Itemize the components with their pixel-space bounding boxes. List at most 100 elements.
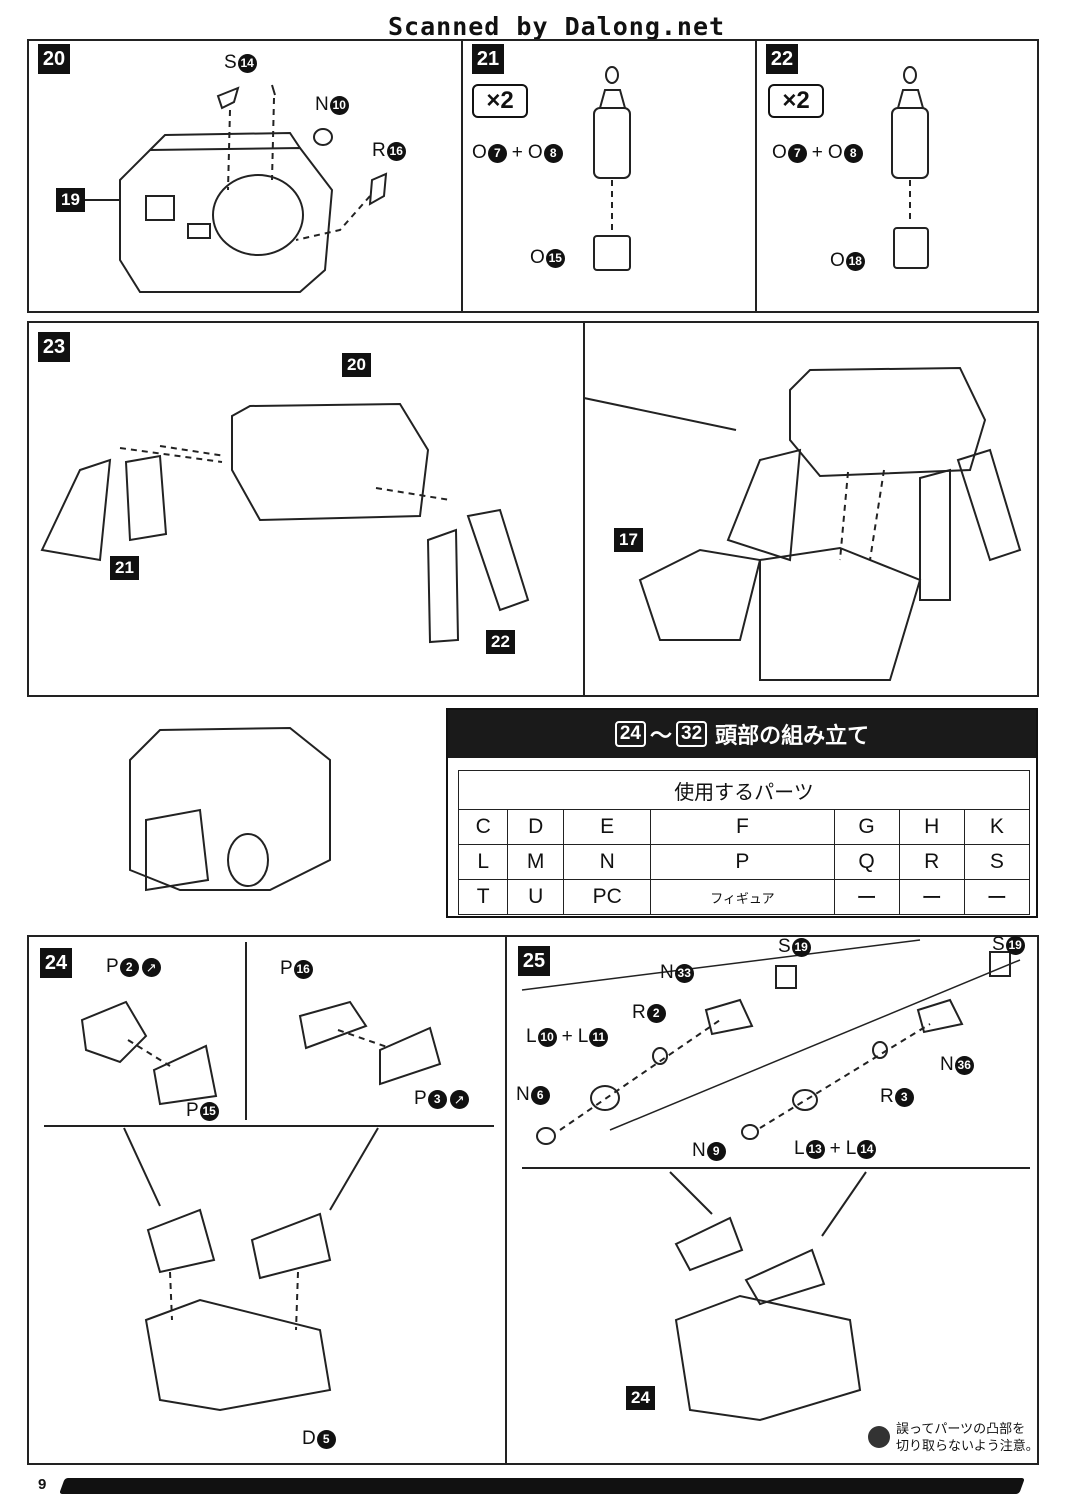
- table-cell: M: [507, 844, 564, 880]
- part-letter: N: [516, 1084, 530, 1105]
- part-number: 8: [843, 143, 863, 163]
- parts-table: 使用するパーツ C D E F G H K L M N P Q R S T U …: [457, 770, 1031, 915]
- part-letter: L: [845, 1138, 857, 1159]
- part-letter: O: [472, 142, 487, 163]
- table-cell: E: [562, 809, 652, 845]
- plus-sign: +: [829, 1138, 841, 1159]
- note-line: 切り取らないよう注意。: [896, 1438, 1039, 1453]
- part-number: 8: [543, 143, 563, 163]
- subassembly-callout-21: 21: [110, 556, 139, 580]
- caution-note: 誤ってパーツの凸部を 切り取らないよう注意。: [868, 1420, 1039, 1454]
- part-letter: P: [280, 958, 293, 979]
- table-cell: ー: [833, 879, 900, 915]
- plus-sign: +: [811, 142, 823, 163]
- part-number: 15: [545, 248, 565, 268]
- part-label-o7-o8: O 7 + O 8: [472, 142, 563, 164]
- table-cell: フィギュア: [650, 879, 835, 915]
- part-letter: O: [530, 247, 545, 268]
- range-end: 32: [676, 721, 708, 747]
- part-number: 18: [845, 251, 865, 271]
- part-letter: L: [794, 1138, 805, 1159]
- part-letter: P: [186, 1100, 199, 1121]
- subassembly-callout-20: 20: [342, 353, 371, 377]
- part-letter: S: [778, 936, 791, 957]
- note-line: 誤ってパーツの凸部を: [896, 1421, 1026, 1436]
- cut-icon: ↗: [141, 957, 161, 977]
- part-number: 16: [386, 141, 406, 161]
- table-cell: P: [650, 844, 835, 880]
- part-label-n33: N 33: [660, 962, 694, 984]
- part-label-r16: R 16: [372, 140, 406, 162]
- subassembly-callout-19: 19: [56, 188, 85, 212]
- part-number: 2: [646, 1003, 666, 1023]
- part-letter: O: [827, 142, 843, 163]
- step-number-25: 25: [518, 946, 550, 976]
- part-number: 16: [293, 959, 313, 979]
- part-letter: O: [772, 142, 787, 163]
- part-label-p3: P 3 ↗: [414, 1088, 469, 1110]
- part-label-n9: N 9: [692, 1140, 726, 1162]
- subassembly-callout-22: 22: [486, 630, 515, 654]
- table-cell: ー: [898, 879, 965, 915]
- step-number-23: 23: [38, 332, 70, 362]
- part-letter: P: [414, 1088, 427, 1109]
- part-number: 14: [237, 53, 257, 73]
- part-letter: N: [940, 1054, 954, 1075]
- part-letter: N: [692, 1140, 706, 1161]
- part-number: 5: [316, 1429, 336, 1449]
- part-label-s14: S 14: [224, 52, 257, 74]
- section-title: 24 ～ 32 頭部の組み立て: [448, 710, 1036, 758]
- part-number: 6: [530, 1085, 550, 1105]
- part-number: 3: [894, 1087, 914, 1107]
- table-cell: G: [833, 809, 900, 845]
- parts-list-box: 24 ～ 32 頭部の組み立て 使用するパーツ C D E F G H K L …: [446, 708, 1038, 918]
- part-number: 14: [857, 1139, 877, 1159]
- step-number-24: 24: [40, 948, 72, 978]
- scan-credit: Scanned by Dalong.net: [388, 12, 726, 41]
- part-letter: S: [992, 934, 1005, 955]
- part-label-d5: D 5: [302, 1428, 336, 1450]
- part-number: 7: [787, 143, 807, 163]
- table-cell: T: [457, 879, 509, 915]
- part-number: 2: [119, 957, 139, 977]
- part-label-l10-l11: L 10 + L 11: [526, 1026, 609, 1048]
- footer-bar: [59, 1478, 1025, 1494]
- multiplier-badge: ×2: [472, 84, 528, 118]
- part-number: 9: [706, 1141, 726, 1161]
- parts-table-header: 使用するパーツ: [458, 770, 1030, 810]
- part-label-p16: P 16: [280, 958, 313, 980]
- caution-icon: [868, 1426, 890, 1448]
- part-letter: L: [577, 1026, 589, 1047]
- page-number: 9: [38, 1476, 47, 1493]
- table-cell: H: [898, 809, 965, 845]
- table-cell: Q: [833, 844, 900, 880]
- table-cell: S: [963, 844, 1031, 880]
- part-letter: N: [660, 962, 674, 983]
- part-letter: R: [632, 1002, 646, 1023]
- part-number: 11: [589, 1027, 609, 1047]
- part-label-o18: O 18: [830, 250, 865, 272]
- step-number-21: 21: [472, 44, 504, 74]
- part-number: 19: [791, 937, 811, 957]
- table-cell: F: [650, 809, 835, 845]
- table-cell: PC: [562, 879, 652, 915]
- plus-sign: +: [511, 142, 523, 163]
- part-number: 36: [954, 1055, 974, 1075]
- step-number-22: 22: [766, 44, 798, 74]
- part-letter: R: [880, 1086, 894, 1107]
- part-label-r2: R 2: [632, 1002, 666, 1024]
- table-row: C D E F G H K: [457, 809, 1031, 845]
- part-letter: R: [372, 140, 386, 161]
- table-cell: K: [963, 809, 1031, 845]
- table-cell: R: [898, 844, 965, 880]
- part-letter: S: [224, 52, 237, 73]
- plus-sign: +: [561, 1026, 573, 1047]
- subassembly-callout-24: 24: [626, 1386, 655, 1410]
- part-letter: L: [526, 1026, 537, 1047]
- part-label-l13-l14: L 13 + L 14: [794, 1138, 877, 1160]
- part-number: 15: [199, 1101, 219, 1121]
- table-cell: D: [507, 809, 564, 845]
- table-cell: C: [457, 809, 509, 845]
- part-number: 13: [805, 1139, 825, 1159]
- table-cell: U: [507, 879, 564, 915]
